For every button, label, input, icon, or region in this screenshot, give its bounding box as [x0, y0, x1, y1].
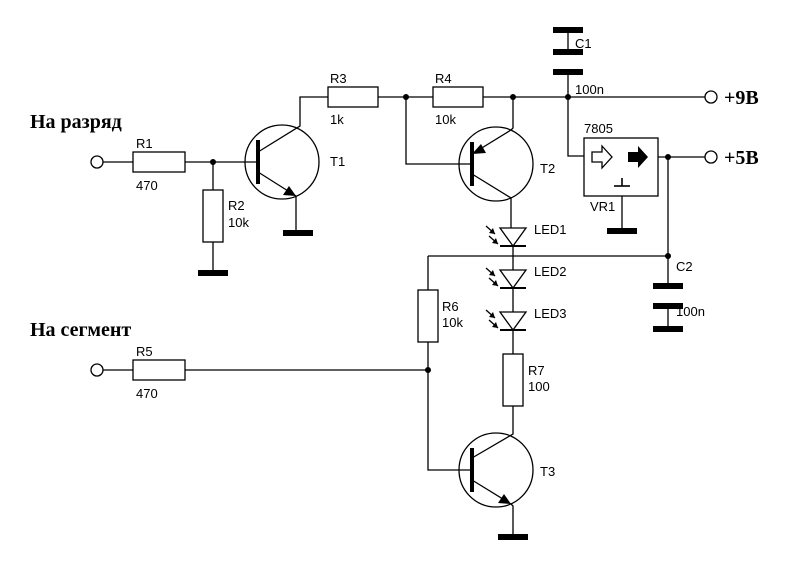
- t1-name: T1: [330, 154, 345, 169]
- r1-value: 470: [136, 178, 158, 193]
- r5-value: 470: [136, 386, 158, 401]
- resistor-r6: [417, 289, 439, 343]
- r1-name: R1: [136, 136, 153, 151]
- r2-value: 10k: [228, 215, 249, 230]
- plus9v-terminal: [704, 90, 718, 104]
- transistor-t2: [458, 97, 534, 228]
- junction-dot: [665, 253, 671, 259]
- voltage-regulator-vr1: [583, 137, 659, 197]
- led1: [485, 225, 528, 248]
- r3-name: R3: [330, 71, 347, 86]
- r4-name: R4: [435, 71, 452, 86]
- r4-value: 10k: [435, 112, 456, 127]
- resistor-r4: [432, 86, 484, 108]
- segment-input-terminal: [90, 363, 104, 377]
- c1-value: 100n: [575, 82, 604, 97]
- r7-name: R7: [528, 363, 545, 378]
- resistor-r1: [132, 151, 186, 173]
- t3-name: T3: [540, 464, 555, 479]
- r7-value: 100: [528, 379, 550, 394]
- vr1-name: VR1: [590, 199, 615, 214]
- digit-input-label: На разряд: [30, 111, 122, 133]
- r6-value: 10k: [442, 315, 463, 330]
- plus9v-label: +9В: [724, 87, 759, 109]
- resistor-r3: [327, 86, 379, 108]
- transistor-t3: [458, 432, 534, 536]
- transistor-t1: [244, 96, 328, 232]
- c2-value: 100n: [676, 304, 705, 319]
- r2-name: R2: [228, 198, 245, 213]
- t2-name: T2: [540, 161, 555, 176]
- led3-name: LED3: [534, 306, 567, 321]
- r6-name: R6: [442, 299, 459, 314]
- led2: [485, 267, 528, 290]
- led1-name: LED1: [534, 222, 567, 237]
- r3-value: 1k: [330, 112, 344, 127]
- capacitor-c2: [653, 283, 683, 332]
- digit-input-terminal: [90, 155, 104, 169]
- plus5v-label: +5В: [724, 147, 759, 169]
- resistor-r7: [502, 353, 524, 407]
- capacitor-c1: [553, 27, 583, 97]
- resistor-r2: [202, 189, 224, 243]
- r5-name: R5: [136, 344, 153, 359]
- c1-name: C1: [575, 36, 592, 51]
- segment-input-label: На сегмент: [30, 319, 131, 341]
- led3: [485, 309, 528, 332]
- c2-name: C2: [676, 259, 693, 274]
- resistor-r5: [132, 359, 186, 381]
- vr1-part: 7805: [584, 121, 613, 136]
- plus5v-terminal: [704, 150, 718, 164]
- led2-name: LED2: [534, 264, 567, 279]
